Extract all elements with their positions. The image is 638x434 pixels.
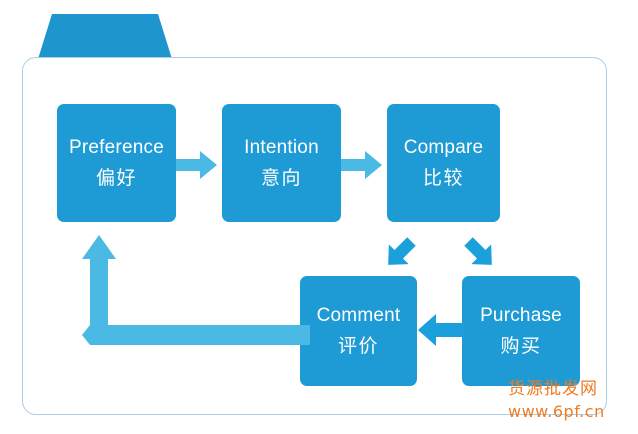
node-purchase[interactable]: Purchase 购买	[462, 276, 580, 386]
arrow-down-right-icon-compare-to-purchase	[464, 237, 492, 265]
node-comment-label-zh: 评价	[337, 336, 379, 357]
node-compare-label-en: Compare	[403, 137, 484, 158]
node-compare-label-zh: 比较	[422, 168, 464, 189]
arrow-elbow-up-icon-comment-to-preference	[82, 235, 310, 345]
arrow-left-icon-purchase-to-comment	[418, 314, 464, 346]
node-intention[interactable]: Intention 意向	[222, 104, 341, 222]
node-intention-label-zh: 意向	[260, 168, 302, 189]
arrow-down-left-icon-compare-to-comment	[388, 237, 416, 265]
arrow-right-icon-preference-to-intention	[176, 151, 217, 179]
node-preference-label-en: Preference	[69, 137, 164, 158]
node-purchase-label-zh: 购买	[500, 336, 542, 357]
folder-tab-shape	[38, 14, 172, 59]
node-compare[interactable]: Compare 比较	[387, 104, 500, 222]
node-preference[interactable]: Preference 偏好	[57, 104, 176, 222]
node-comment[interactable]: Comment 评价	[300, 276, 417, 386]
node-comment-label-en: Comment	[316, 305, 401, 326]
node-purchase-label-en: Purchase	[480, 305, 562, 326]
arrow-right-icon-intention-to-compare	[341, 151, 382, 179]
node-preference-label-zh: 偏好	[95, 168, 137, 189]
node-intention-label-en: Intention	[244, 137, 319, 158]
